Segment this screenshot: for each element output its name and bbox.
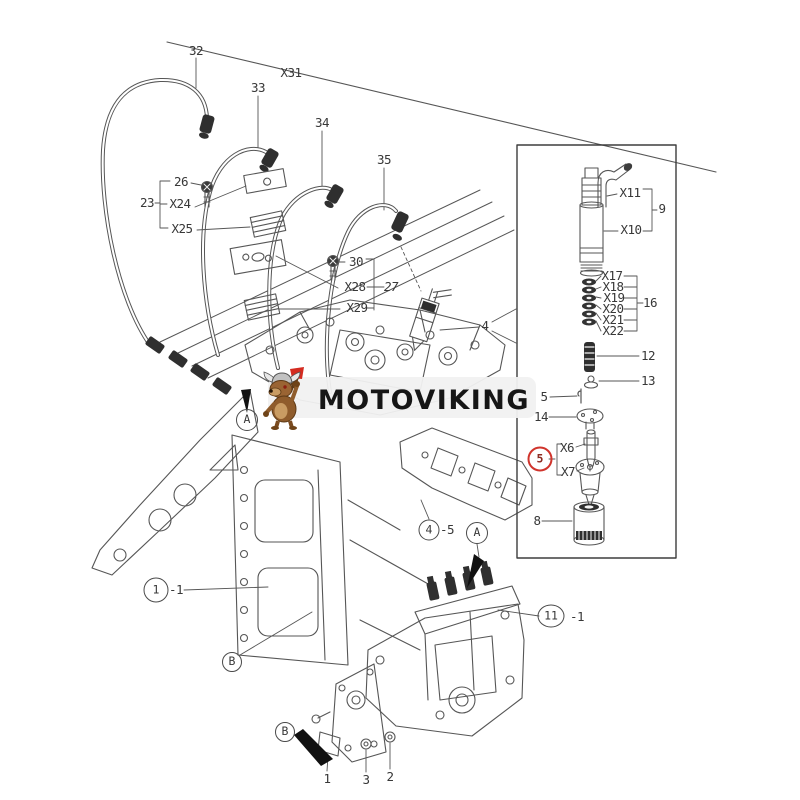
part-label-12: 12 <box>640 347 656 363</box>
part-label-13: 13 <box>640 372 656 388</box>
arrow-a1-icon <box>241 389 251 413</box>
ref-bubble-5-highlight: 5 <box>527 446 553 472</box>
arrow-b2-icon <box>294 729 333 766</box>
part-label-5: 5 <box>540 388 548 404</box>
engine-bracket <box>91 389 259 576</box>
clamp-screw-26 <box>200 180 214 208</box>
part-label-X20: X20 <box>602 300 624 316</box>
part-label-5: -5 <box>439 521 455 537</box>
ref-bubble-B: B <box>275 722 295 742</box>
part-label-3: 3 <box>362 771 370 787</box>
spring-seat-13 <box>583 375 599 389</box>
filter-8 <box>573 501 605 546</box>
part-label-33: 33 <box>250 79 266 95</box>
part-label-9: 9 <box>658 200 666 216</box>
washer-stack <box>582 278 596 326</box>
part-label-X24: X24 <box>169 195 191 211</box>
watermark-logo <box>268 377 536 418</box>
arrow-a2-icon <box>467 554 484 588</box>
pipe-clamps <box>229 168 287 321</box>
part-label-X10: X10 <box>620 221 642 237</box>
part-label-X18: X18 <box>602 278 624 294</box>
part-label-X19: X19 <box>603 289 625 305</box>
part-label-35: 35 <box>376 151 392 167</box>
part-label-16: 16 <box>642 294 658 310</box>
nozzle-spring-12 <box>584 342 595 372</box>
nozzle-x6 <box>583 429 599 472</box>
part-label-X21: X21 <box>602 311 624 327</box>
part-label-X28: X28 <box>344 278 366 294</box>
part-label-X11: X11 <box>619 184 641 200</box>
part-label-X25: X25 <box>171 220 193 236</box>
engine-block-face <box>231 434 431 666</box>
part-label-32: 32 <box>188 42 204 58</box>
fuel-injector-4 <box>409 288 452 351</box>
ref-bubble-A: A <box>236 409 258 431</box>
part-label-1: 1 <box>323 770 331 786</box>
part-label-2: 2 <box>386 768 394 784</box>
detail-box <box>516 144 677 559</box>
part-label-14: 14 <box>533 408 549 424</box>
part-label-X29: X29 <box>346 299 368 315</box>
clip-5 <box>577 388 582 404</box>
ref-bubble-11: 11 <box>537 604 565 628</box>
intake-manifold <box>399 427 533 521</box>
part-label-23: 23 <box>139 194 155 210</box>
rail-line-x31 <box>166 41 717 173</box>
part-label-27: 27 <box>383 278 399 294</box>
ref-bubble-1: 1 <box>143 577 169 603</box>
ref-bubble-4: 4 <box>418 519 440 541</box>
part-label-4: 4 <box>481 317 489 333</box>
pipe-union-nuts <box>199 114 409 241</box>
retainer-x7 <box>575 458 605 509</box>
part-label-26: 26 <box>173 173 189 189</box>
part-label-34: 34 <box>314 114 330 130</box>
watermark-text: MOTOVIKING <box>317 385 531 416</box>
part-label-X22: X22 <box>602 322 624 338</box>
part-label-X17: X17 <box>601 267 623 283</box>
clamp-screw-30 <box>326 254 340 281</box>
part-label-X6: X6 <box>559 439 575 455</box>
retainer-plate-14 <box>576 408 604 430</box>
injector-exploded <box>579 163 633 277</box>
part-label-X7: X7 <box>560 463 576 479</box>
ref-bubble-A: A <box>466 522 488 544</box>
part-label-8: 8 <box>533 512 541 528</box>
part-label-1: -1 <box>569 608 585 624</box>
ref-bubble-B: B <box>222 652 242 672</box>
part-label-X31: X31 <box>280 64 302 80</box>
mascot-viking-dog-icon <box>263 367 304 430</box>
part-label-30: 30 <box>348 253 364 269</box>
part-label-1: -1 <box>168 581 184 597</box>
